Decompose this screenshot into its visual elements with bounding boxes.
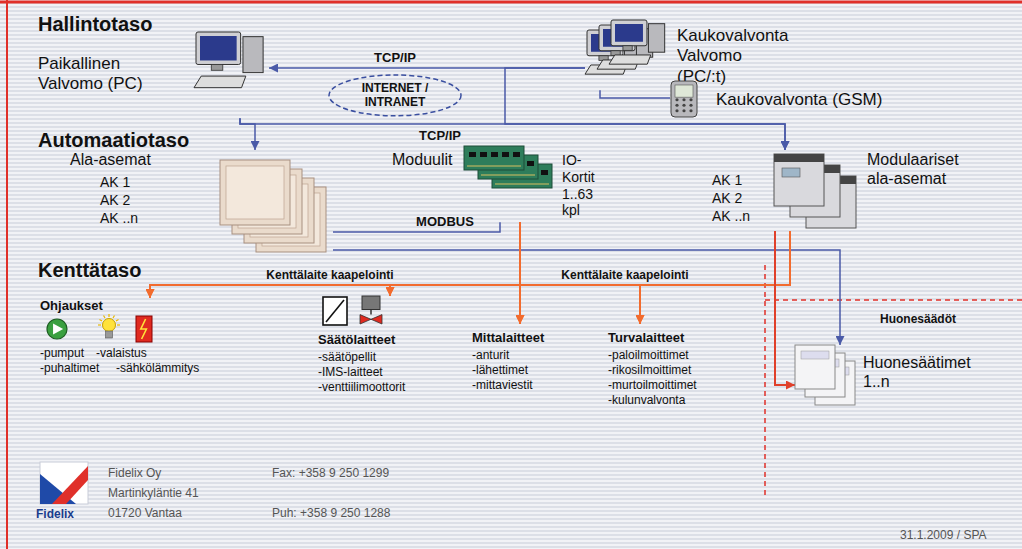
- room-controllers: Huonesäätimet 1..n: [795, 345, 974, 408]
- node-heading: Ohjaukset: [40, 298, 103, 314]
- node-text: AK ..n: [712, 208, 750, 225]
- node-text: AK 1: [100, 174, 130, 191]
- node-text: -säätöpellit: [318, 350, 376, 364]
- level-heading: Kenttätaso: [38, 258, 141, 282]
- node-text: -kulunvalvonta: [608, 393, 685, 407]
- node-text: -valaistus: [96, 346, 147, 360]
- node-text: -paloilmoittimet: [608, 348, 689, 362]
- logo-text: Fidelix: [36, 507, 74, 521]
- pump-icon: [46, 318, 68, 340]
- room-icon: [795, 345, 855, 405]
- node-text: -murtoilmoittimet: [608, 378, 697, 392]
- node-heading: Modulaariset ala-asemat: [867, 150, 962, 188]
- node-text: -IMS-laitteet: [318, 365, 383, 379]
- phone-line: Fax: +358 9 250 1299: [272, 466, 389, 480]
- node-text: AK ..n: [100, 210, 138, 227]
- node-heading: Kaukovalvonta (GSM): [716, 90, 882, 110]
- connector: [390, 231, 790, 296]
- pcs-icon: [585, 20, 667, 76]
- node-heading: Paikallinen Valvomo (PC): [38, 54, 156, 95]
- node-text: AK 2: [100, 192, 130, 209]
- zone-heading: Huonesäädöt: [880, 312, 956, 326]
- connector-label: TCP/IP: [374, 50, 416, 66]
- connector: [240, 118, 255, 150]
- room-icon: [795, 345, 855, 405]
- panels-icon: [220, 160, 330, 255]
- lamp-icon: [98, 314, 120, 342]
- pcs-icon: [585, 20, 665, 74]
- connector: [775, 231, 795, 385]
- pc-icon: [194, 32, 266, 90]
- node-text: -mittaviestit: [472, 378, 533, 392]
- node-text: AK 1: [712, 172, 742, 189]
- cards-icon: [464, 146, 552, 188]
- node-heading: Kaukovalvonta Valvomo (PC/:t): [677, 26, 792, 87]
- connector: [240, 118, 785, 150]
- address-line: Fidelix Oy: [108, 466, 161, 480]
- phone-line: Puh: +358 9 250 1288: [272, 506, 390, 520]
- substations: Ala-asemat AK 1AK 2AK ..n: [70, 150, 333, 258]
- node-text: -puhaltimet: [40, 361, 99, 375]
- company-logo: [40, 462, 88, 504]
- zone-divider: [765, 299, 1022, 301]
- connector-label: MODBUS: [416, 214, 474, 230]
- connector: [520, 231, 790, 324]
- damper-icon: [323, 297, 347, 325]
- node-heading: Mittalaitteet: [472, 330, 544, 346]
- controls-group: Ohjaukset -pumput-puhaltimet-valaistus-sä…: [36, 298, 202, 378]
- node-text: -anturit: [472, 348, 509, 362]
- io-modules: Moduulit IO-Kortit 1..63 kpl: [392, 146, 598, 222]
- gsm-icon: [670, 80, 698, 118]
- network-cloud: INTERNET / INTRANET: [328, 74, 462, 117]
- control-room-pc: Paikallinen Valvomo (PC): [36, 32, 269, 118]
- valve-icon: [358, 296, 384, 326]
- frame-line: [0, 1, 1022, 4]
- node-heading: Säätölaitteet: [318, 332, 395, 348]
- devices-icon: [774, 154, 856, 228]
- node-text: -pumput: [40, 346, 84, 360]
- remote-control-room: Kaukovalvonta Valvomo (PC/:t): [585, 20, 792, 90]
- level-heading: Hallintotaso: [38, 12, 152, 36]
- pc-icon: [194, 32, 263, 88]
- connector: [150, 222, 520, 298]
- node-text: -lähettimet: [472, 363, 528, 377]
- connector: [333, 250, 840, 345]
- node-heading: Ala-asemat: [70, 150, 151, 169]
- lamp-icon: [98, 314, 120, 338]
- modular-substations: Modulaariset ala-asemat AK 1AK 2AK ..n: [712, 150, 962, 231]
- node-heading: Turvalaitteet: [608, 330, 684, 346]
- node-heading: Moduulit: [392, 150, 452, 169]
- devices-icon: [774, 154, 856, 228]
- frame-line: [6, 0, 8, 549]
- node-heading: INTERNET / INTRANET: [345, 81, 445, 110]
- address-line: Martinkyläntie 41: [108, 486, 199, 500]
- pump-icon: [47, 319, 67, 339]
- cards-icon: [464, 146, 554, 190]
- node-text: AK 2: [712, 190, 742, 207]
- connector: [600, 90, 670, 98]
- damper-icon: [322, 296, 348, 326]
- panels-icon: [220, 160, 326, 252]
- node-heading: Huonesäätimet 1..n: [863, 353, 974, 391]
- connector-label: Kenttälaite kaapelointi: [266, 268, 393, 282]
- connector-label: Kenttälaite kaapelointi: [561, 268, 688, 282]
- gsm-icon: [671, 81, 697, 117]
- connector-label: TCP/IP: [419, 128, 461, 144]
- date-stamp: 31.1.2009 / SPA: [900, 528, 987, 542]
- node-text: IO-Kortit 1..63 kpl: [562, 152, 598, 219]
- node-text: -venttiilimoottorit: [318, 380, 405, 394]
- measurement-group: Mittalaitteet -anturit-lähettimet-mittavi…: [472, 324, 547, 395]
- level-heading: Automaatiotaso: [38, 128, 189, 152]
- actuator-group: Säätölaitteet -säätöpellit-IMS-laitteet-v…: [318, 296, 408, 397]
- heater-icon: [136, 316, 152, 342]
- heater-icon: [136, 316, 152, 342]
- address-line: 01720 Vantaa: [108, 506, 182, 520]
- node-text: -sähkölämmitys: [116, 361, 199, 375]
- node-text: -rikosilmoittimet: [608, 363, 691, 377]
- dashed-ellipse: [329, 75, 461, 116]
- valve-icon: [360, 296, 382, 324]
- gsm-remote: Kaukovalvonta (GSM): [670, 80, 885, 121]
- security-group: Turvalaitteet -paloilmoittimet-rikosilmoi…: [608, 324, 700, 410]
